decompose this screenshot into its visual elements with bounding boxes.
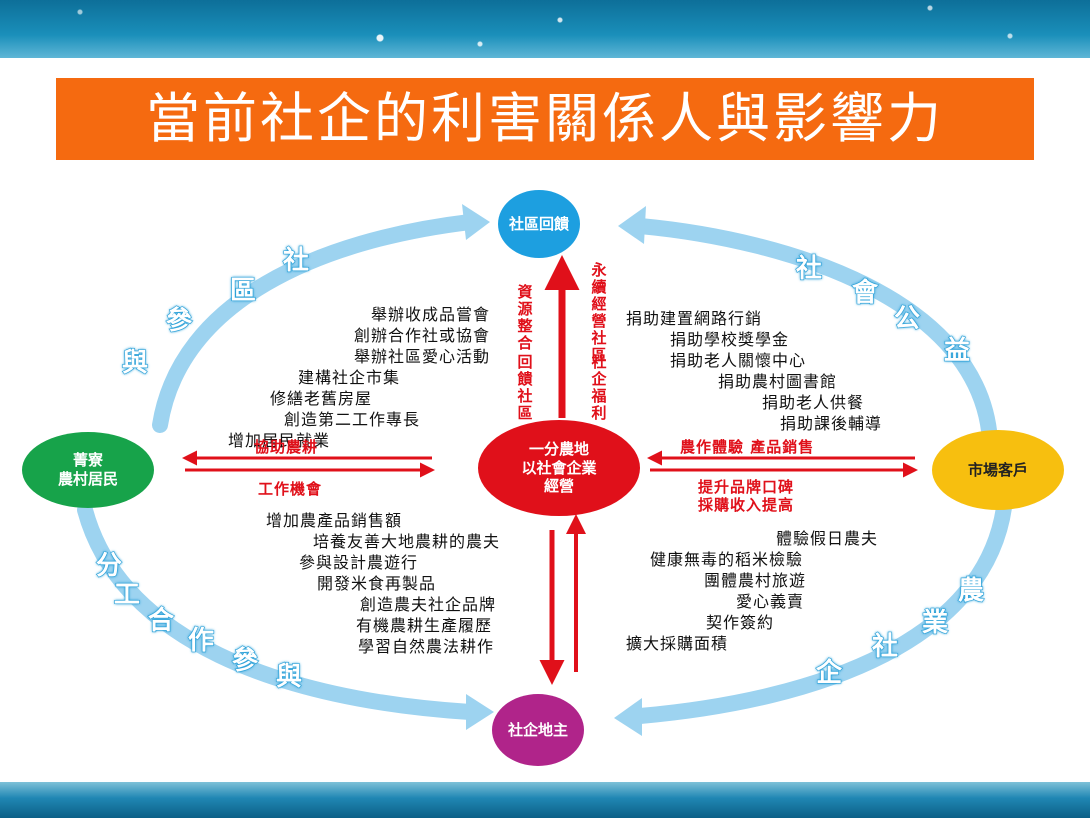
arc-label-cooperation-5: 參 (231, 645, 259, 676)
list-item: 創造第二工作專長 (283, 410, 420, 429)
list-item: 學習自然農法耕作 (357, 637, 494, 656)
label-farm-experience-sales: 農作體驗 產品銷售 (680, 438, 815, 456)
list-item: 舉辦收成品嘗會 (370, 305, 490, 324)
arc-label-agri-enterprise-2: 業 (921, 607, 949, 638)
arc-label-cooperation-2: 工 (113, 579, 141, 610)
node-social-enterprise-landowner: 社企地主 (492, 694, 584, 766)
bottom-banner (0, 782, 1090, 818)
arc-label-agri-enterprise-1: 農 (957, 575, 985, 606)
list-item: 捐助建置網路行銷 (626, 309, 763, 328)
list-item: 有機農耕生產履歷 (355, 616, 492, 635)
list-item: 捐助老人關懷中心 (670, 351, 807, 370)
list-item: 開發米食再製品 (316, 574, 436, 593)
arc-label-social-welfare-1: 社 (795, 253, 823, 284)
list-item: 創辦合作社或協會 (353, 326, 490, 345)
list-item: 參與設計農遊行 (298, 553, 418, 572)
label-community-return: 回饋社區 (517, 353, 533, 422)
list-item: 舉辦社區愛心活動 (353, 347, 490, 366)
list-item: 培養友善大地農耕的農夫 (312, 532, 500, 551)
list-item: 建構社企市集 (297, 368, 400, 387)
list-item: 增加農產品銷售額 (265, 511, 402, 530)
label-enterprise-welfare: 社企福利 (591, 353, 607, 422)
label-resource-integration: 資源整合 (517, 283, 533, 352)
top-banner (0, 0, 1090, 58)
label-sustainable-community: 永續經營社區 (591, 261, 607, 364)
arc-label-community-participation-3: 參 (165, 305, 193, 336)
arc-label-community-participation-2: 區 (229, 275, 257, 306)
list-item: 創造農夫社企品牌 (359, 595, 496, 614)
node-community-feedback: 社區回饋 (498, 190, 580, 258)
arc-label-cooperation-1: 分 (95, 550, 123, 581)
list-item: 捐助學校獎學金 (670, 330, 790, 349)
arc-label-agri-enterprise-4: 企 (815, 657, 843, 688)
arc-label-community-participation-4: 與 (121, 347, 149, 378)
label-job-opportunities: 工作機會 (258, 480, 323, 498)
title-bar: 當前社企的利害關係人與影響力 (56, 78, 1034, 160)
node-market-customers: 市場客戶 (932, 430, 1064, 510)
list-social-welfare: 捐助建置網路行銷 捐助學校獎學金 捐助老人關懷中心 捐助農村圖書館 捐助老人供餐… (626, 308, 882, 434)
ring-arrowhead-top-right (618, 206, 646, 244)
label-brand-reputation: 提升品牌口碑 (698, 478, 795, 496)
label-assist-farming: 協助農耕 (254, 438, 319, 456)
arc-label-cooperation-6: 與 (275, 661, 303, 692)
arc-label-social-welfare-4: 益 (943, 335, 971, 366)
list-item: 捐助農村圖書館 (718, 372, 838, 391)
list-cooperation: 增加農產品銷售額 培養友善大地農耕的農夫 參與設計農遊行 開發米食再製品 創造農… (266, 510, 500, 657)
ring-arc-bottom-right (632, 492, 1013, 724)
node-village-residents: 菁寮農村居民 (22, 432, 154, 508)
arc-label-social-welfare-2: 會 (851, 277, 879, 308)
ring-arc-top-right (632, 218, 998, 448)
list-item: 擴大採購面積 (626, 634, 729, 653)
ring-arc-bottom-left (77, 502, 478, 720)
list-item: 契作簽約 (706, 613, 775, 632)
list-item: 增加居民就業 (227, 431, 330, 450)
arc-label-agri-enterprise-3: 社 (871, 631, 899, 662)
ring-arrowhead-bottom-left (466, 694, 494, 730)
ring-arc-top-left (152, 214, 478, 433)
list-item: 捐助課後輔導 (780, 414, 883, 433)
arc-label-cooperation-3: 合 (147, 605, 175, 636)
ring-arrowhead-bottom-right (614, 698, 642, 736)
ring-arrowhead-top-left (462, 204, 490, 240)
list-item: 修繕老舊房屋 (269, 389, 372, 408)
label-purchase-income: 採購收入提高 (698, 496, 795, 514)
list-item: 團體農村旅遊 (704, 571, 807, 590)
list-item: 捐助老人供餐 (762, 393, 865, 412)
list-item: 愛心義賣 (736, 592, 805, 611)
list-agri-enterprise: 體驗假日農夫 健康無毒的稻米檢驗 團體農村旅遊 愛心義賣 契作簽約 擴大採購面積 (626, 528, 878, 654)
arc-label-cooperation-4: 作 (187, 625, 215, 656)
list-community-participation: 舉辦收成品嘗會 創辦合作社或協會 舉辦社區愛心活動 建構社企市集 修繕老舊房屋 … (228, 304, 490, 451)
page-title: 當前社企的利害關係人與影響力 (146, 87, 944, 150)
list-item: 體驗假日農夫 (776, 529, 879, 548)
arc-label-community-participation-1: 社 (282, 245, 310, 276)
arc-label-social-welfare-3: 公 (893, 303, 921, 334)
list-item: 健康無毒的稻米檢驗 (650, 550, 804, 569)
node-center-social-enterprise: 一分農地以社會企業經營 (478, 420, 640, 516)
